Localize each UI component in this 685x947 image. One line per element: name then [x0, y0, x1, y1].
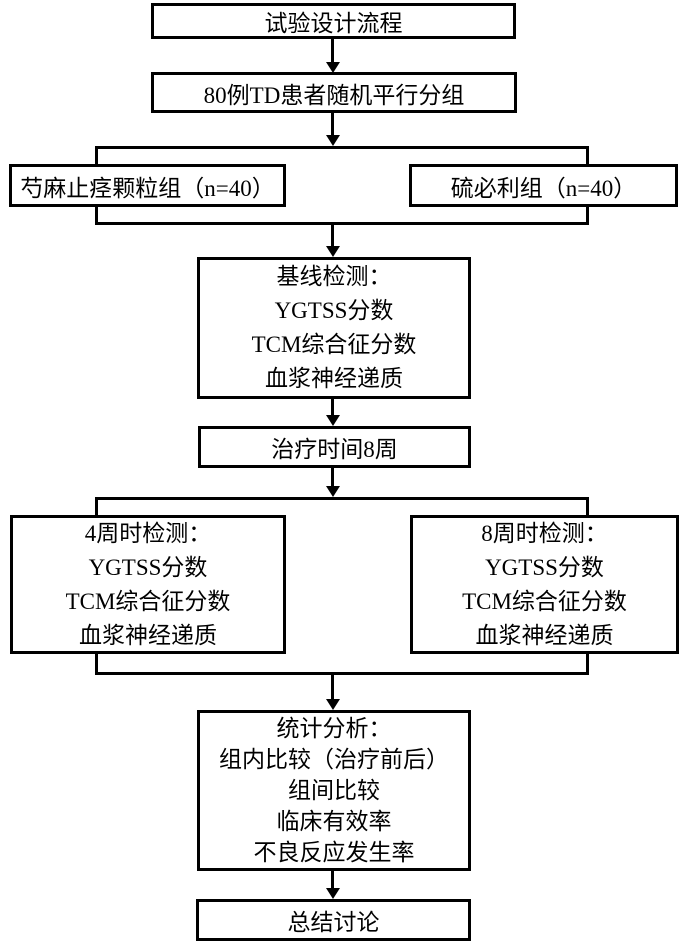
connector-treatment-split: [331, 468, 334, 486]
connector-stats-conclusion: [331, 871, 334, 888]
split1-top-line: [95, 146, 589, 149]
split1-bottom-line: [95, 222, 589, 225]
flow-box-stats: 统计分析： 组内比较（治疗前后） 组间比较 临床有效率 不良反应发生率: [197, 710, 471, 871]
merge-line: [95, 672, 589, 675]
connector-baseline-treatment: [331, 399, 334, 415]
arrow-down-icon: [326, 699, 340, 710]
flow-box-conclusion: 总结讨论: [196, 899, 471, 941]
flow-box-group-right: 硫必利组（n=40）: [409, 164, 678, 207]
flow-box-title: 试验设计流程: [151, 3, 516, 39]
arrow-down-icon: [326, 246, 340, 257]
arrow-down-icon: [326, 62, 340, 73]
connector-split1-baseline: [331, 225, 334, 246]
flow-box-week4: 4周时检测： YGTSS分数 TCM综合征分数 血浆神经递质: [10, 515, 286, 654]
flow-box-group-left: 芍麻止痉颗粒组（n=40）: [9, 164, 286, 207]
flow-box-week8: 8周时检测： YGTSS分数 TCM综合征分数 血浆神经递质: [410, 515, 679, 654]
split2-top-line: [95, 497, 589, 500]
arrow-down-icon: [326, 135, 340, 146]
connector-title-enrollment: [331, 39, 334, 62]
arrow-down-icon: [326, 486, 340, 497]
flow-box-baseline: 基线检测： YGTSS分数 TCM综合征分数 血浆神经递质: [197, 257, 471, 399]
flow-box-treatment: 治疗时间8周: [198, 426, 471, 468]
arrow-down-icon: [326, 888, 340, 899]
connector-merge-stats: [331, 675, 334, 699]
arrow-down-icon: [326, 415, 340, 426]
flow-box-enrollment: 80例TD患者随机平行分组: [151, 72, 517, 113]
connector-enrollment-split: [331, 113, 334, 135]
